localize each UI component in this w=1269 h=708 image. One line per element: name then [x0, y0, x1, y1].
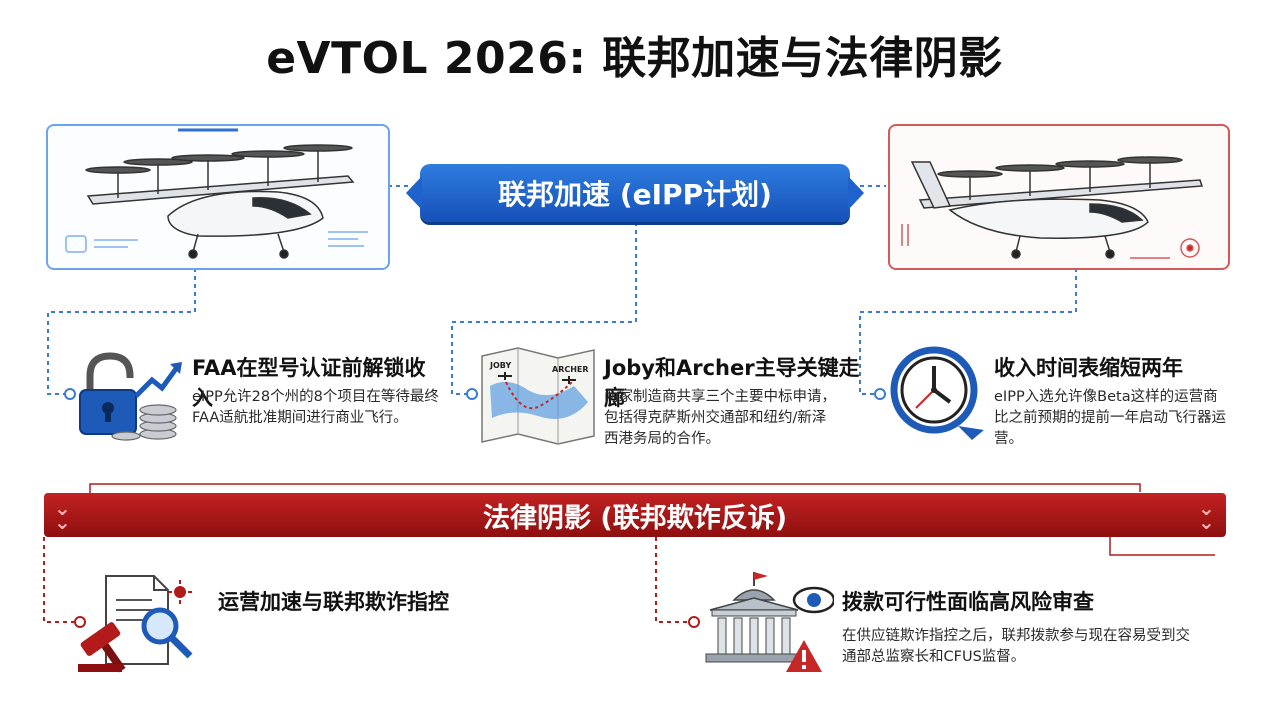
page-title: eVTOL 2026: 联邦加速与法律阴影 — [266, 33, 1003, 84]
connector-legal-left — [43, 537, 76, 623]
federal-card-1-body: eIPP允许28个州的8个项目在等待最终FAA适航批准期间进行商业飞行。 — [192, 389, 439, 426]
map-label-archer: ARCHER — [552, 365, 589, 374]
unlocked-padlock-coins-icon — [79, 352, 182, 441]
route-map-icon: JOBY ARCHER — [481, 347, 595, 445]
connector-legal-right — [655, 537, 690, 623]
legal-card-1-heading: 运营加速与联邦欺诈指控 — [218, 590, 449, 614]
federal-acceleration-label: 联邦加速 (eIPP计划) — [406, 164, 864, 222]
chevron-down-icon: ⌄⌄ — [54, 496, 71, 534]
evtol-aircraft-right-icon — [901, 156, 1204, 259]
connector-middle — [451, 222, 637, 395]
legal-card-2-body: 在供应链欺诈指控之后，联邦拨款参与现在容易受到交通部总监察长和CFUS监督。 — [842, 628, 1190, 665]
federal-card-3-body: eIPP入选允许像Beta这样的运营商比之前预期的提前一年启动飞行器运营。 — [994, 389, 1226, 447]
legal-shadow-label: 法律阴影 (联邦欺诈反诉) — [44, 493, 1226, 537]
federal-card-3-heading: 收入时间表缩短两年 — [994, 356, 1183, 380]
gavel-document-magnifier-icon — [78, 575, 193, 673]
evtol-aircraft-left-icon — [65, 128, 368, 259]
federal-card-2-body: 两家制造商共享三个主要中标申请，包括得克萨斯州交通部和纽约/新泽西港务局的合作。 — [604, 389, 836, 447]
government-building-eye-warning-icon — [705, 572, 834, 672]
chevron-down-icon: ⌄⌄ — [1198, 496, 1215, 534]
federal-card-1-heading: FAA在型号认证前解锁收入 — [192, 356, 426, 410]
aircraft-frame-right — [888, 124, 1230, 270]
map-label-joby: JOBY — [489, 361, 511, 370]
clock-icon — [890, 346, 984, 440]
federal-card-2-heading: Joby和Archer主导关键走廊 — [604, 356, 860, 410]
aircraft-frame-left — [46, 124, 390, 270]
legal-card-2-heading: 拨款可行性面临高风险审查 — [842, 590, 1094, 614]
connector-right — [859, 268, 1077, 395]
